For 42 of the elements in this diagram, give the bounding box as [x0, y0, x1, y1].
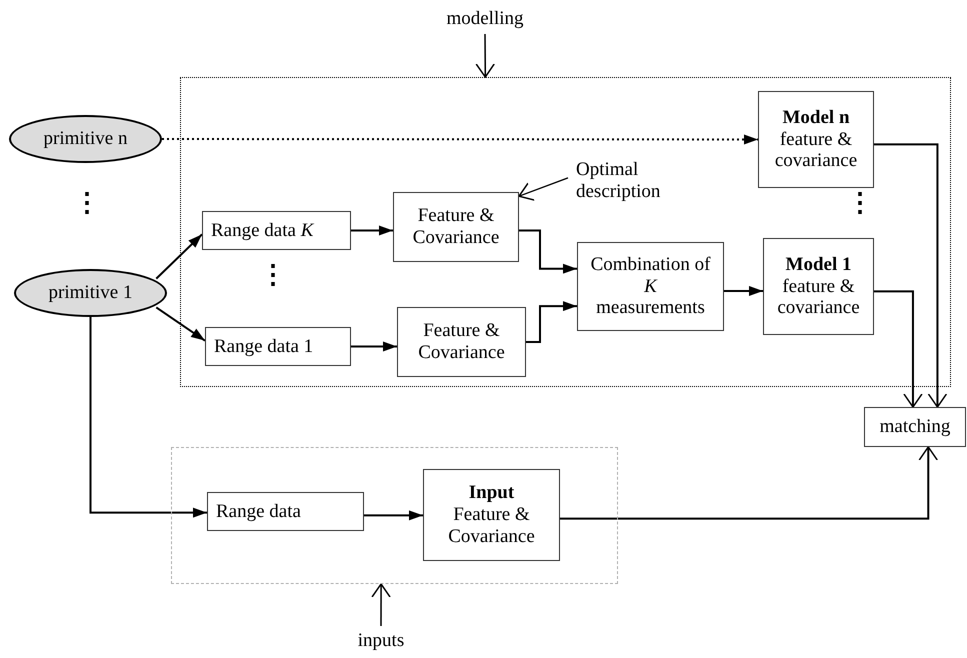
box-heading: Model n [782, 106, 850, 129]
arrow [156, 234, 203, 280]
arrow [90, 317, 207, 518]
process-box: Combination of K measurements [577, 242, 724, 331]
leader-arrow [475, 34, 495, 78]
arrow [874, 143, 948, 408]
box-text: feature & covariance [776, 276, 861, 320]
arrow [351, 226, 393, 236]
box-text: Feature & Covariance [447, 504, 536, 548]
leader-arrow [371, 583, 391, 626]
process-box: Feature & Covariance [393, 192, 519, 262]
box-heading: Model 1 [786, 254, 852, 276]
arrow [526, 301, 577, 343]
ellipsis-dots: ⋮ [74, 190, 100, 216]
box-text: feature & covariance [774, 128, 858, 172]
dashed-group-frame [171, 447, 618, 584]
caption-text: inputs [340, 626, 422, 656]
process-box [758, 91, 874, 188]
ellipse-node: primitive 1 [14, 269, 167, 317]
box-heading: Input [468, 482, 514, 504]
leader-arrow [518, 177, 568, 201]
process-box: Range data 1 [205, 327, 351, 366]
arrow [364, 510, 423, 520]
ellipse-node: primitive n [9, 115, 162, 163]
caption-text: modelling [435, 4, 535, 34]
process-box [763, 238, 874, 335]
ellipsis-dots: ⋮ [847, 190, 873, 216]
arrow [156, 306, 206, 342]
arrow [162, 134, 758, 144]
arrow [724, 286, 763, 296]
process-box: Range data K [202, 211, 351, 250]
arrow [351, 342, 397, 352]
dotted-group-frame [180, 77, 951, 387]
process-box: Range data [207, 492, 364, 531]
process-box: matching [864, 407, 966, 447]
arrow [519, 230, 577, 274]
caption-text: Optimal description [568, 150, 678, 212]
arrow [560, 446, 938, 520]
process-box: Feature & Covariance [397, 307, 526, 377]
ellipsis-dots: ⋮ [260, 262, 286, 288]
arrow [874, 290, 923, 408]
process-box [423, 469, 560, 561]
